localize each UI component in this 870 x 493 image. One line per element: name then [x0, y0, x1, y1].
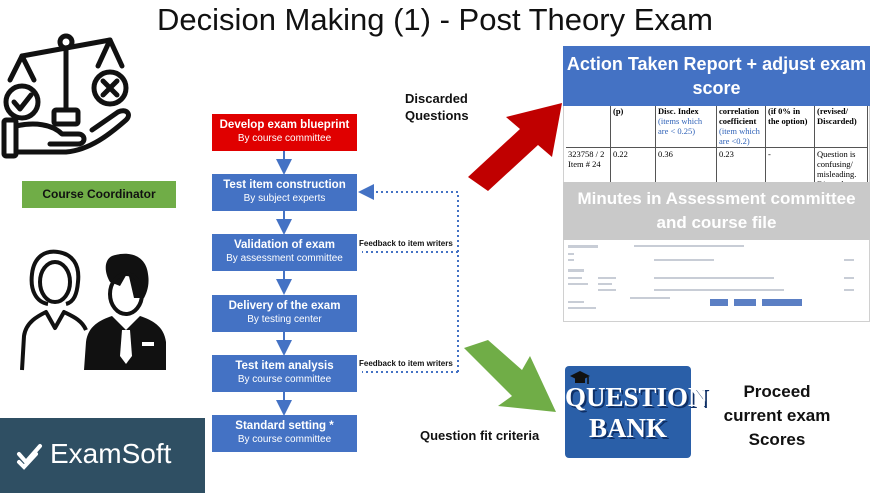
step-subtitle: By testing center: [247, 314, 322, 325]
question-bank-logo: QUESTION BANK: [565, 366, 708, 458]
header-text: (p): [613, 106, 624, 116]
action-taken-report-header: Action Taken Report + adjust exam score: [563, 46, 870, 106]
header-text: Disc. Index: [658, 106, 699, 116]
feedback-label-validation: Feedback to item writers: [359, 239, 453, 248]
table-cell-corr: 0.23: [716, 147, 766, 185]
table-header-p: (p): [610, 104, 656, 148]
examsoft-logo-text: ExamSoft: [50, 438, 172, 469]
feedback-label-analysis: Feedback to item writers: [359, 359, 453, 368]
header-note: (items which are < 0.25): [658, 116, 703, 136]
question-bank-line1: QUESTION: [565, 382, 708, 412]
item-analysis-table: (p) Disc. Index(items which are < 0.25) …: [566, 104, 868, 185]
scales-of-justice-icon: [1, 33, 131, 159]
course-coordinator-label: Course Coordinator: [22, 181, 176, 208]
table-header-option: (if 0% in the option): [765, 104, 815, 148]
step-title: Test item construction: [223, 179, 346, 191]
table-cell-p: 0.22: [610, 147, 656, 185]
step-title: Delivery of the exam: [228, 300, 341, 312]
header-text: (if 0% in the option): [768, 106, 808, 126]
table-cell-blank: [566, 104, 611, 148]
header-note: (item which are <0.2): [719, 126, 760, 146]
discarded-questions-label: Discarded Questions: [405, 90, 469, 124]
assessment-screenshot-thumbnail: [568, 245, 854, 309]
page-title: Decision Making (1) - Post Theory Exam: [157, 2, 713, 37]
step-subtitle: By course committee: [237, 133, 332, 144]
question-bank-line2: BANK: [588, 413, 667, 443]
minutes-banner: Minutes in Assessment committee and cour…: [563, 182, 870, 240]
step-title: Test item analysis: [235, 360, 334, 372]
flow-step-item-analysis: Test item analysis By course committee: [212, 355, 357, 392]
table-row: 323758 / 2 Item # 24 0.22 0.36 0.23 - Qu…: [566, 147, 868, 185]
header-text: correlation coefficient: [719, 106, 759, 126]
flow-step-validation: Validation of exam By assessment committ…: [212, 234, 357, 271]
examsoft-logo: ExamSoft: [0, 418, 205, 493]
people-icon: [20, 249, 166, 371]
flow-step-delivery: Delivery of the exam By testing center: [212, 295, 357, 332]
green-arrow-icon: [464, 340, 556, 412]
table-cell-option: -: [765, 147, 815, 185]
step-title: Standard setting *: [235, 420, 334, 432]
table-header-action: (revised/ Discarded): [814, 104, 868, 148]
step-title: Validation of exam: [234, 239, 335, 251]
action-text: Question is confusing/ misleading. Disca…: [817, 149, 857, 183]
graduation-cap-icon: [570, 371, 590, 384]
header-text: (revised/ Discarded): [817, 106, 857, 126]
flow-step-test-item-construction: Test item construction By subject expert…: [212, 174, 357, 211]
step-subtitle: By assessment committee: [226, 253, 343, 264]
flow-step-standard-setting: Standard setting * By course committee: [212, 415, 357, 452]
flow-step-develop-blueprint: Develop exam blueprint By course committ…: [212, 114, 357, 151]
step-subtitle: By course committee: [237, 374, 332, 385]
step-title: Develop exam blueprint: [219, 119, 350, 131]
red-arrow-icon: [468, 103, 562, 191]
table-header-corr: correlation coefficient(item which are <…: [716, 104, 766, 148]
discarded-label-text: Discarded Questions: [405, 91, 469, 123]
table-cell-action: Question is confusing/ misleading. Disca…: [814, 147, 868, 185]
question-fit-criteria-label: Question fit criteria: [420, 428, 540, 443]
step-subtitle: By subject experts: [243, 193, 326, 204]
table-cell-item: 323758 / 2 Item # 24: [566, 147, 611, 185]
table-header-disc: Disc. Index(items which are < 0.25): [655, 104, 717, 148]
proceed-scores-label: Proceed current exam Scores: [723, 382, 831, 449]
examsoft-checkmark-icon: [17, 444, 42, 470]
table-cell-disc: 0.36: [655, 147, 717, 185]
step-subtitle: By course committee: [237, 434, 332, 445]
